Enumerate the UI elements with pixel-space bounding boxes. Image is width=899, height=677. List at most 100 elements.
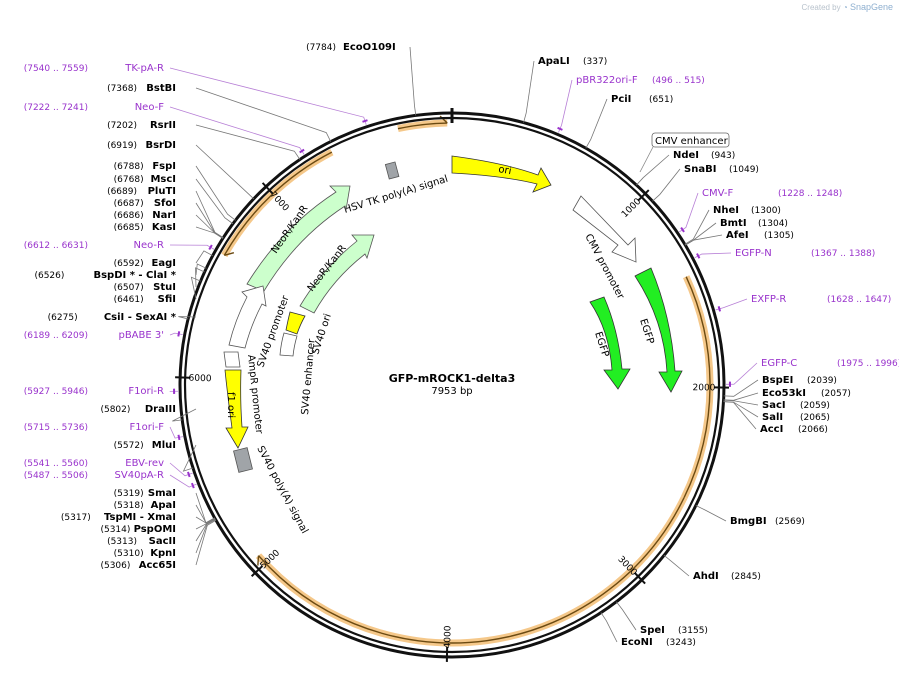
primer-coord-exfp-r: (1628 .. 1647) xyxy=(827,295,891,305)
enzyme-label-kasi[interactable]: KasI xyxy=(152,222,176,233)
primer-label-ebv-rev[interactable]: (5541 .. 5560) xyxy=(24,459,88,469)
enzyme-label-nhei[interactable]: NheI xyxy=(713,205,739,216)
enzyme-label-sacii[interactable]: SacII xyxy=(149,536,176,547)
primer-leader-egfp-c xyxy=(725,362,758,385)
ori-feature[interactable] xyxy=(451,155,552,193)
enzyme-coord-csii-sexai: (6275) xyxy=(48,313,78,323)
primer-label-f1ori-f[interactable]: (5715 .. 5736) xyxy=(24,423,88,433)
enzyme-label-ahdi[interactable]: AhdI xyxy=(693,571,719,582)
primer-name-neo-f[interactable]: Neo-F xyxy=(135,102,165,113)
enzyme-label-draiii[interactable]: DraIII xyxy=(145,404,176,415)
hl-arc-neo-core xyxy=(223,151,333,256)
enzyme-leader-rsrii xyxy=(195,124,301,160)
primer-label-neo-f[interactable]: (7222 .. 7241) xyxy=(24,103,88,113)
neokanr-outer-feature[interactable] xyxy=(246,185,351,292)
neokanr-inner-feature[interactable] xyxy=(299,234,375,314)
primer-label-pbr322ori-f[interactable]: pBR322ori-F xyxy=(576,75,638,86)
cmv-enhancer-leader xyxy=(639,146,654,173)
enzyme-label-bspei[interactable]: BspEI xyxy=(762,375,793,386)
enzyme-label-afei[interactable]: AfeI xyxy=(726,230,749,241)
enzyme-label-spei[interactable]: SpeI xyxy=(640,625,665,636)
sv40-polya-label: SV40 poly(A) signal xyxy=(254,444,310,535)
enzyme-label-bspdi-clai[interactable]: BspDI * - ClaI * xyxy=(93,270,176,281)
enzyme-label-stui[interactable]: StuI xyxy=(153,282,176,293)
egfp-outer-feature[interactable] xyxy=(634,267,683,393)
primer-name-sv40pa-r[interactable]: SV40pA-R xyxy=(115,470,164,481)
enzyme-label-econi[interactable]: EcoNI xyxy=(621,637,653,648)
primer-label-egfp-n[interactable]: EGFP-N xyxy=(735,248,772,259)
enzyme-label-acci[interactable]: AccI xyxy=(760,424,783,435)
enzyme-label-nari[interactable]: NarI xyxy=(152,210,176,221)
enzyme-coord-spei: (3155) xyxy=(678,626,708,636)
primer-label-egfp-c[interactable]: EGFP-C xyxy=(761,358,797,369)
enzyme-label-acc65i[interactable]: Acc65I xyxy=(139,560,176,571)
enzyme-label-mlui[interactable]: MluI xyxy=(152,440,176,451)
f1-ori-feature[interactable] xyxy=(224,369,249,449)
enzyme-label-csii-sexai[interactable]: CsiI - SexAI * xyxy=(104,312,177,323)
credit-prefix: Created by xyxy=(801,3,841,12)
enzyme-label-bmgbi[interactable]: BmgBI xyxy=(730,516,767,527)
primer-label-cmv-f[interactable]: CMV-F xyxy=(702,188,733,199)
hsv-tk-polya-feature[interactable] xyxy=(384,161,400,180)
primer-label-exfp-r[interactable]: EXFP-R xyxy=(751,294,786,305)
enzyme-label-eco53ki[interactable]: Eco53kI xyxy=(762,388,806,399)
enzyme-label-pspomi[interactable]: PspOMI xyxy=(134,524,176,535)
enzyme-label-sali[interactable]: SalI xyxy=(762,412,783,423)
enzyme-label-bstbi[interactable]: BstBI xyxy=(146,83,176,94)
primer-mark-cmv-f xyxy=(680,226,685,233)
primer-name-pbabe-3[interactable]: pBABE 3' xyxy=(118,330,164,341)
primer-label-pbabe-3[interactable]: (6189 .. 6209) xyxy=(24,331,88,341)
enzyme-leader-csii-sexai xyxy=(178,316,197,320)
enzyme-coord-acci: (2066) xyxy=(798,425,828,435)
enzyme-label-smai[interactable]: SmaI xyxy=(148,488,176,499)
sv40-polya-feature[interactable] xyxy=(233,447,253,473)
enzyme-label-pluti[interactable]: PluTI xyxy=(148,186,176,197)
sv40-enhancer-feature[interactable] xyxy=(279,332,298,357)
plasmid-size: 7953 bp xyxy=(431,386,472,397)
primer-name-tk-pa-r[interactable]: TK-pA-R xyxy=(124,63,164,74)
cmv-promoter-feature[interactable] xyxy=(572,195,637,263)
hl-arc-egfp-b-core xyxy=(257,497,685,644)
ampr-promoter-feature[interactable] xyxy=(223,351,241,368)
enzyme-label-ndei[interactable]: NdeI xyxy=(673,150,699,161)
primer-name-f1ori-r[interactable]: F1ori-R xyxy=(128,386,164,397)
egfp-inner-feature[interactable] xyxy=(589,296,631,390)
enzyme-label-rsrii[interactable]: RsrII xyxy=(150,120,176,131)
sv40-ori-feature[interactable] xyxy=(285,311,306,335)
enzyme-label-kpni[interactable]: KpnI xyxy=(150,548,176,559)
enzyme-label-sfoi[interactable]: SfoI xyxy=(154,198,176,209)
primer-label-f1ori-r[interactable]: (5927 .. 5946) xyxy=(24,387,88,397)
cmv-enhancer-box[interactable] xyxy=(651,132,730,148)
sv40-promoter-feature[interactable] xyxy=(228,285,267,349)
enzyme-label-bsrdi[interactable]: BsrDI xyxy=(145,140,176,151)
primer-label-sv40pa-r[interactable]: (5487 .. 5506) xyxy=(24,471,88,481)
enzyme-leader-bspei xyxy=(723,379,759,397)
primer-mark-sv40pa-r xyxy=(190,482,195,489)
enzyme-label-msci[interactable]: MscI xyxy=(150,174,176,185)
enzyme-coord-econi: (3243) xyxy=(666,638,696,648)
enzyme-label-fspi[interactable]: FspI xyxy=(152,161,176,172)
enzyme-label-bmti[interactable]: BmtI xyxy=(720,218,747,229)
primer-name-ebv-rev[interactable]: EBV-rev xyxy=(125,458,164,469)
primer-label-neo-r[interactable]: (6612 .. 6631) xyxy=(24,241,88,251)
enzyme-label-sfii[interactable]: SfiI xyxy=(158,294,176,305)
enzyme-label-pcii[interactable]: PciI xyxy=(611,94,631,105)
primer-name-neo-r[interactable]: Neo-R xyxy=(134,240,165,251)
primer-label-tk-pa-r[interactable]: (7540 .. 7559) xyxy=(24,64,88,74)
enzyme-coord-eco53ki: (2057) xyxy=(821,389,851,399)
enzyme-label-saci[interactable]: SacI xyxy=(762,400,786,411)
enzyme-leader-bstbi xyxy=(195,87,332,142)
primer-coord-cmv-f: (1228 .. 1248) xyxy=(778,189,842,199)
enzyme-coord-pspomi: (5314) xyxy=(100,525,130,535)
enzyme-label-ecoo109i[interactable]: EcoO109I xyxy=(343,42,396,53)
primer-name-f1ori-f[interactable]: F1ori-F xyxy=(130,422,165,433)
primer-mark-egfp-n xyxy=(696,253,701,259)
enzyme-label-apai[interactable]: ApaI xyxy=(151,500,176,511)
enzyme-label-eagi[interactable]: EagI xyxy=(152,258,176,269)
enzyme-label-snabi[interactable]: SnaBI xyxy=(684,164,716,175)
enzyme-label-tspmi-xmai[interactable]: TspMI - XmaI xyxy=(104,512,176,523)
enzyme-coord-pluti: (6689) xyxy=(107,187,137,197)
enzyme-label-apali[interactable]: ApaLI xyxy=(538,56,570,67)
enzyme-leader-bspdi-clai xyxy=(195,263,207,276)
